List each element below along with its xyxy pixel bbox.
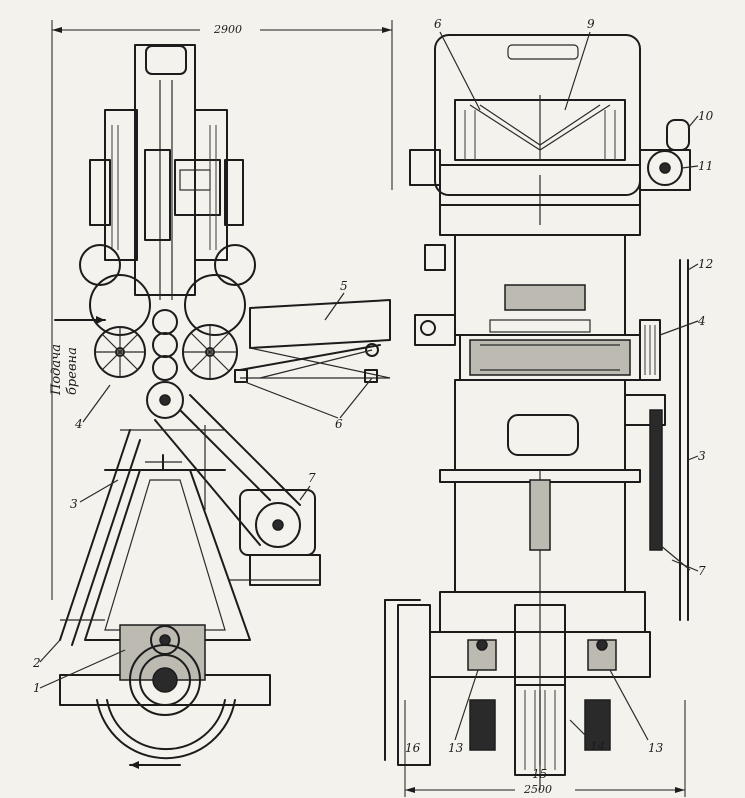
bearings bbox=[467, 639, 617, 671]
label-3-right: 3 bbox=[698, 449, 706, 463]
feed-label-line2: бревна bbox=[65, 347, 80, 395]
frame-head bbox=[409, 34, 691, 225]
label-7-right: 7 bbox=[698, 564, 706, 578]
label-11: 11 bbox=[698, 159, 713, 173]
frame-lower bbox=[429, 379, 651, 790]
label-4-right: 4 bbox=[697, 314, 706, 328]
frame-base bbox=[59, 429, 251, 646]
label-5: 5 bbox=[340, 279, 348, 293]
label-1: 1 bbox=[33, 681, 41, 695]
frame-middle bbox=[414, 204, 641, 381]
feed-label-line1: Подача bbox=[49, 344, 64, 396]
flywheel-front bbox=[469, 684, 611, 776]
dimension-right-text: 2500 bbox=[523, 783, 552, 796]
side-view: 2900 bbox=[32, 20, 393, 769]
label-4-left: 4 bbox=[74, 417, 83, 431]
dimension-2900: 2900 bbox=[51, 20, 393, 600]
label-3-left: 3 bbox=[70, 497, 78, 511]
label-9: 9 bbox=[587, 17, 595, 31]
label-16: 16 bbox=[405, 741, 421, 755]
label-2: 2 bbox=[32, 656, 41, 670]
label-10: 10 bbox=[698, 109, 714, 123]
front-view: 2500 bbox=[384, 17, 714, 797]
crank-flywheel bbox=[59, 624, 271, 769]
dimension-left-text: 2900 bbox=[213, 23, 242, 36]
label-14: 14 bbox=[590, 739, 605, 753]
label-13-right: 13 bbox=[648, 741, 664, 755]
label-13-left: 13 bbox=[448, 741, 464, 755]
side-rod bbox=[384, 599, 431, 766]
label-7-left: 7 bbox=[308, 471, 316, 485]
frame-column bbox=[89, 44, 244, 300]
label-12: 12 bbox=[698, 257, 713, 271]
label-15: 15 bbox=[532, 767, 547, 781]
drive-gear bbox=[624, 259, 691, 621]
dimension-2500: 2500 bbox=[404, 700, 686, 797]
output-table bbox=[234, 299, 391, 383]
motor-left bbox=[228, 489, 321, 586]
label-6-left: 6 bbox=[335, 417, 343, 431]
feed-rollers bbox=[94, 309, 238, 419]
label-6-right: 6 bbox=[434, 17, 442, 31]
